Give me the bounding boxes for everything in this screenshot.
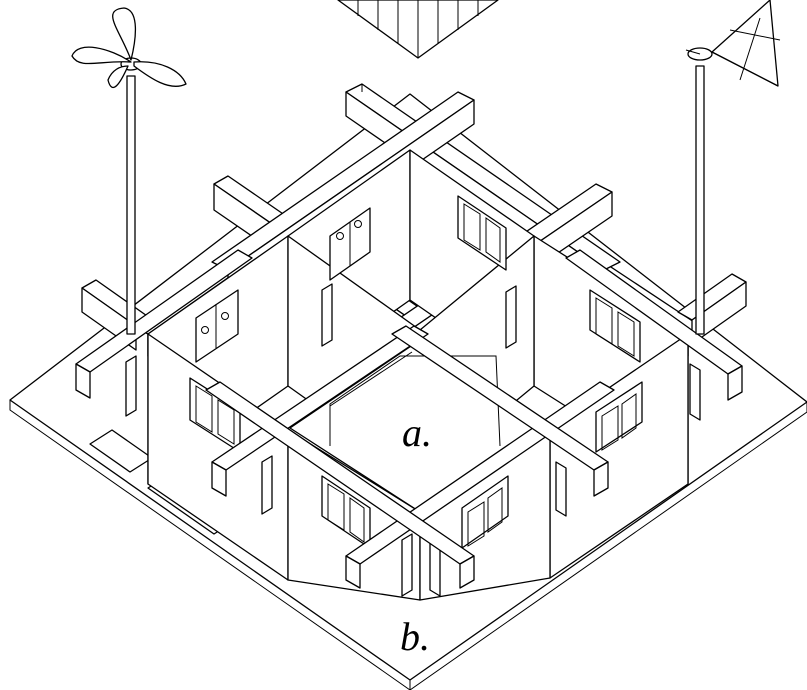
glass-door-right (589, 289, 641, 363)
beam-right-end (677, 273, 747, 345)
wind-turbine-right (685, 0, 781, 335)
glass-door-front-right (461, 475, 509, 549)
beam-front-bottom-right (205, 381, 475, 589)
porthole-door-left (195, 289, 239, 363)
beam-front-center-left (211, 325, 429, 515)
porthole-door-back (329, 207, 371, 281)
label-base: b. (400, 614, 430, 659)
upper-module (337, 0, 499, 59)
beam-front-center-right (391, 325, 609, 517)
glass-door-back-right (457, 195, 507, 271)
glass-door-right-front (595, 381, 643, 453)
beam-front-right (565, 249, 743, 421)
wind-turbine-left (71, 7, 187, 335)
label-interior: a. (402, 410, 432, 455)
beam-front-left (75, 249, 253, 417)
